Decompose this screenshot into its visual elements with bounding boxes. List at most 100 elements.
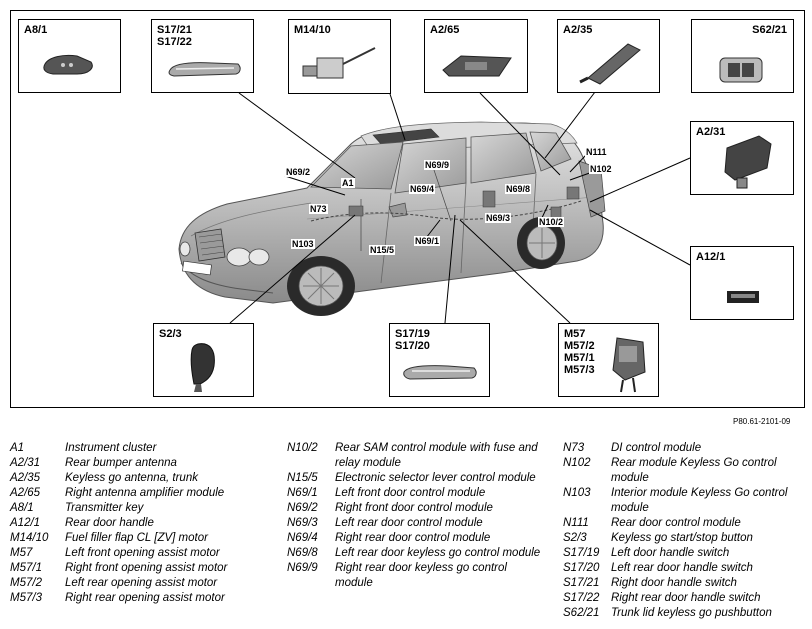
antenna-bar-icon	[579, 43, 641, 85]
legend-code: N111	[563, 517, 589, 529]
component-box-s62-21: S62/21	[691, 19, 794, 93]
callout-label: N69/8	[505, 184, 532, 194]
component-box-title: S62/21	[752, 24, 787, 36]
component-box-title: M57 M57/2 M57/1 M57/3	[564, 328, 595, 376]
callout-label: N103	[291, 239, 315, 249]
component-box-a8-1: A8/1	[18, 19, 121, 93]
legend-code: A2/35	[10, 472, 41, 484]
legend-code: N10/2	[287, 442, 318, 454]
legend-description: Right rear door control module	[335, 532, 491, 544]
legend-column-2: N10/2 Rear SAM control module with fuse a…	[287, 441, 545, 591]
legend-code: N103	[563, 487, 591, 499]
legend-code: N69/2	[287, 502, 318, 514]
component-box-m14-10: M14/10	[288, 19, 391, 94]
callout-label: N69/2	[285, 167, 312, 177]
callout-label: N15/5	[369, 245, 396, 255]
legend-description: Left front opening assist motor	[65, 547, 220, 559]
door-handle-icon	[403, 365, 477, 380]
door-handle-icon	[168, 62, 241, 77]
legend-code: S17/21	[563, 577, 600, 589]
legend-row: M57 Left front opening assist motor	[10, 546, 270, 561]
legend-description: Instrument cluster	[65, 442, 157, 454]
callout-label: N73	[309, 204, 328, 214]
legend-description: Trunk lid keyless go pushbutton	[611, 607, 772, 619]
legend-code: N69/9	[287, 562, 318, 574]
component-box-s17-19: S17/19 S17/20	[389, 323, 490, 397]
callout-label: N69/1	[414, 236, 441, 246]
legend-row: A12/1 Rear door handle	[10, 516, 270, 531]
component-box-a12-1: A12/1	[690, 246, 794, 320]
legend-code: N69/1	[287, 487, 318, 499]
legend-description: Rear SAM control module with fuse and re…	[335, 442, 538, 469]
legend-code: M57	[10, 547, 33, 559]
legend-code: S17/22	[563, 592, 600, 604]
legend-description: Left rear door keyless go control module	[335, 547, 541, 559]
legend-description: Keyless go antenna, trunk	[65, 472, 198, 484]
callout-label: N10/2	[538, 217, 565, 227]
callout-label: N69/4	[409, 184, 436, 194]
legend-code: M57/3	[10, 592, 42, 604]
component-box-title: A2/65	[430, 24, 460, 36]
legend-description: Left rear opening assist motor	[65, 577, 218, 589]
legend-description: Interior module Keyless Go control modul…	[611, 487, 788, 514]
legend-description: Electronic selector lever control module	[335, 472, 536, 484]
callout-label: N102	[589, 164, 613, 174]
legend-code: S17/20	[563, 562, 600, 574]
legend-code: A2/65	[10, 487, 41, 499]
component-box-title: A8/1	[24, 24, 48, 36]
legend-description: Rear module Keyless Go control module	[611, 457, 777, 484]
component-box-a2-35: A2/35	[557, 19, 660, 93]
legend-code: N69/8	[287, 547, 318, 559]
legend-row: A2/35 Keyless go antenna, trunk	[10, 471, 270, 486]
component-box-a2-31: A2/31	[690, 121, 794, 195]
component-box-title: M14/10	[294, 24, 331, 36]
legend-row: N69/8 Left rear door keyless go control m…	[287, 546, 545, 561]
legend-code: N73	[563, 442, 585, 454]
legend-row: N10/2 Rear SAM control module with fuse a…	[287, 441, 545, 471]
component-box-a2-65: A2/65	[424, 19, 528, 93]
component-box-s17-21: S17/21 S17/22	[151, 19, 254, 93]
legend-description: DI control module	[611, 442, 702, 454]
legend-code: S17/19	[563, 547, 600, 559]
component-box-s2-3: S2/3	[153, 323, 254, 397]
legend-code: S2/3	[563, 532, 587, 544]
legend-description: Left rear door control module	[335, 517, 483, 529]
component-box-m57: M57 M57/2 M57/1 M57/3	[558, 323, 659, 397]
rear-door-handle-icon	[727, 291, 759, 303]
legend-row: S17/20 Left rear door handle switch	[563, 561, 805, 576]
callout-label: N69/3	[485, 213, 512, 223]
legend-code: A12/1	[10, 517, 41, 529]
callout-label: N111	[585, 147, 608, 157]
legend-description: Left rear door handle switch	[611, 562, 753, 574]
legend-row: S17/21 Right door handle switch	[563, 576, 805, 591]
legend-description: Rear door handle	[65, 517, 154, 529]
legend-description: Fuel filler flap CL [ZV] motor	[65, 532, 208, 544]
legend-code: A8/1	[10, 502, 34, 514]
callout-label: A1	[341, 178, 355, 188]
legend-code: N102	[563, 457, 591, 469]
legend-code: A2/31	[10, 457, 41, 469]
legend-row: N103 Interior module Keyless Go control m…	[563, 486, 805, 516]
legend-description: Rear bumper antenna	[65, 457, 177, 469]
component-box-title: S17/21 S17/22	[157, 24, 192, 48]
legend-row: A2/31 Rear bumper antenna	[10, 456, 270, 471]
legend-code: M57/2	[10, 577, 42, 589]
amplifier-module-icon	[442, 55, 512, 77]
legend-code: M57/1	[10, 562, 42, 574]
component-box-title: A2/31	[696, 126, 726, 138]
legend-description: Right door handle switch	[611, 577, 737, 589]
figure-reference: P80.61-2101-09	[733, 417, 791, 426]
legend-row: M57/2 Left rear opening assist motor	[10, 576, 270, 591]
